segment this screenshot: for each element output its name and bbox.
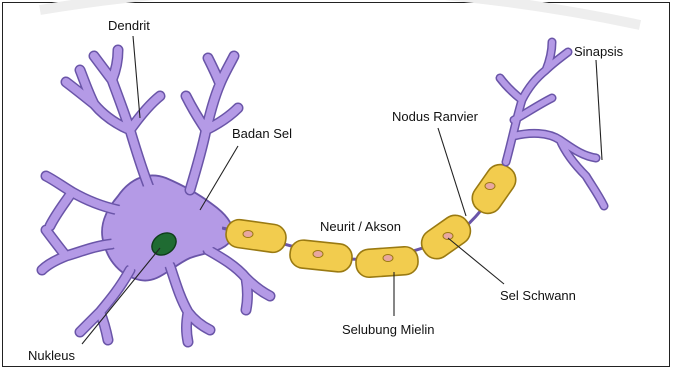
label-dendrit: Dendrit [108,18,150,33]
pointer-sel-schwann [448,238,504,284]
myelin-segment [355,246,419,278]
myelin-segment [224,218,287,254]
myelin-segment [416,210,476,264]
label-nukleus: Nukleus [28,348,75,363]
label-neurit-akson: Neurit / Akson [320,219,401,234]
dendrite-tree [42,50,270,342]
pointer-sinapsis [596,60,602,160]
myelin-segment [467,159,521,219]
label-badan-sel: Badan Sel [232,126,292,141]
label-sinapsis: Sinapsis [574,44,624,59]
pointer-nodus-ranvier [438,128,466,216]
pointer-badan-sel [200,146,238,210]
label-sel-schwann: Sel Schwann [500,288,576,303]
pointer-dendrit [133,36,140,118]
label-nodus-ranvier: Nodus Ranvier [392,109,479,124]
myelin-segment [289,239,354,273]
label-selubung-mielin: Selubung Mielin [342,322,435,337]
